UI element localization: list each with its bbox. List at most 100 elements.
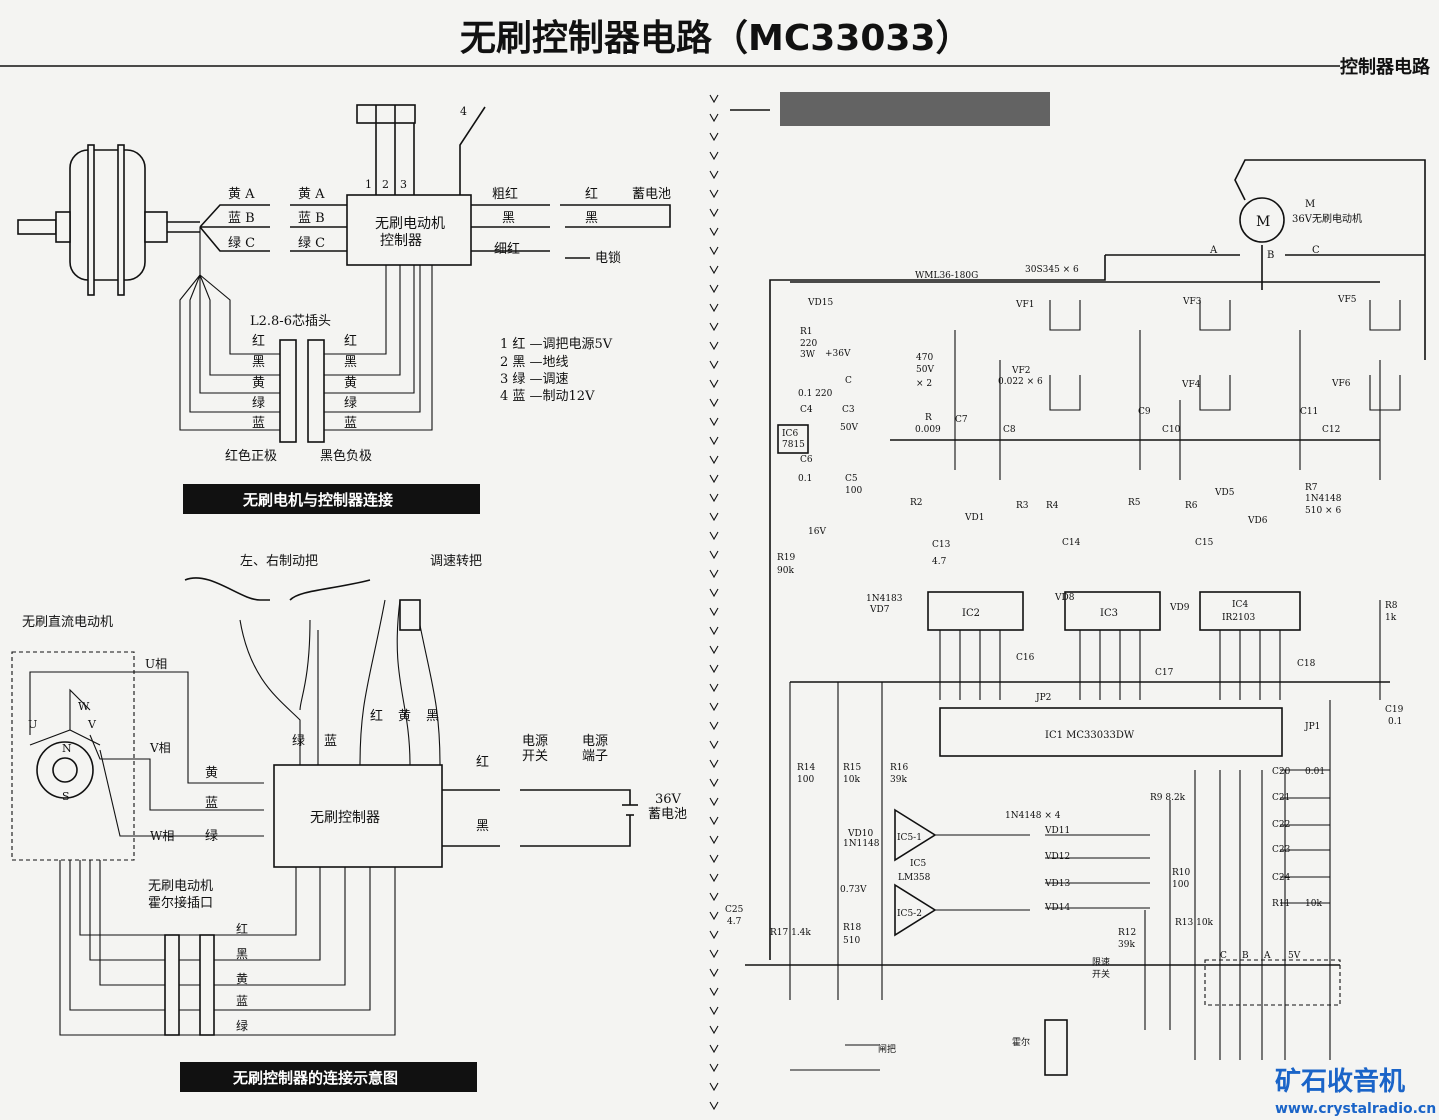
schematic-labels-r19-0-label: R19 [777,553,796,563]
diagram1-legend-2-label: 3 绿 —调速 [500,372,569,387]
divider-arrow-icon [709,303,719,313]
diagram1-legend-0-label: 1 红 —调把电源5V [500,336,613,352]
divider-arrow-icon [709,170,719,180]
diagram2-battery-0-label: 36V [655,792,682,807]
diagram1-plug_right-2-label: 黄 [344,376,357,391]
diagram2-phase_wires-2-label: 绿 [205,829,218,844]
schematic-labels-r-1-label: 0.009 [915,425,941,435]
schematic-labels-r15-1-label: 10k [843,775,860,785]
schematic-labels-caps_gate-5-label: C12 [1322,425,1340,435]
schematic-labels-c5-0-label: C5 [845,474,858,484]
divider-arrow-icon [709,550,719,560]
divider-arrow-icon [709,626,719,636]
schematic-labels-r7-0-label: R7 [1305,483,1318,493]
schematic-labels-vd_hall-4-label: VD14 [1044,903,1070,913]
diagram2-hall-0-label: 无刷电动机 [148,879,213,894]
divider-arrow-icon [709,1025,719,1035]
diagram1-plug_right-1-label: 黑 [344,355,357,370]
divider-arrow-icon [709,1082,719,1092]
schematic-labels-c18-label: C18 [1297,659,1316,669]
schematic-labels-c_hall-1-label: C21 [1272,793,1290,803]
schematic-wires [745,159,1426,1076]
schematic-motor-label-label: 36V无刷电动机 [1292,212,1362,225]
schematic-labels-c17-label: C17 [1155,668,1174,678]
schematic-labels-res_gate-0-label: R2 [910,498,923,508]
schematic-labels-caps_gate-2-label: C9 [1138,407,1151,417]
schematic-labels-c_hall_val-label: 0.01 [1305,767,1325,777]
schematic-labels-r7-1-label: 1N4148 [1305,494,1342,504]
divider-arrow-icon [709,1063,719,1073]
schematic-labels-c5-1-label: 100 [845,486,862,496]
divider-arrow-icon [709,132,719,142]
divider-arrow-icon [709,113,719,123]
schematic-labels-ic6-1-label: 7815 [782,440,805,450]
divider-arrow-icon [709,873,719,883]
diagram1-plug_left-1-label: 黑 [252,355,265,370]
divider-arrow-icon [709,208,719,218]
diagram1-positive-label: 红色正极 [225,448,277,464]
caption-1: 无刷电机与控制器连接 [242,491,393,509]
divider-arrow-icon [709,284,719,294]
schematic-labels-hall-label: 霍尔 [1012,1036,1030,1048]
schematic-labels-r10-1-label: 100 [1172,880,1189,890]
diagram2-terminal-1-label: 端子 [582,749,608,764]
schematic-labels-vf2_val-label: 0.022 × 6 [998,377,1043,387]
diagram1-plug_left-0-label: 红 [252,333,265,349]
divider-arrow-icon [709,512,719,522]
divider-arrow-icon [709,835,719,845]
throttle-connector [356,104,416,124]
schematic-labels-boot_caps-1-label: 4.7 [932,557,947,567]
divider-arrow-icon [709,493,719,503]
schematic-labels-vd_hall-0-label: 1N4148 × 4 [1005,811,1061,821]
schematic-labels-jp-0-label: JP2 [1035,693,1051,703]
divider-arrow-icon [709,1044,719,1054]
diagram1-plug_label-label: L2.8-6芯插头 [250,314,331,329]
schematic-labels-ic5-2-label: LM358 [898,873,931,883]
diagram2-battery-1-label: 蓄电池 [648,807,687,822]
schematic-labels-r16-1-label: 39k [890,775,907,785]
hub-motor-drawing [17,144,200,296]
schematic-labels-v16-label: 16V [808,527,826,537]
divider-arrow-icon [709,759,719,769]
diagram2-throttle_wires-0-label: 红 [370,708,383,724]
schematic-labels-vd7-0-label: 1N4183 [866,594,903,604]
schematic-labels-vd_hall-3-label: VD13 [1044,879,1070,889]
schematic-motor-phases-1-label: B [1267,250,1274,261]
divider-arrow-icon [709,987,719,997]
diagram2-hall-1-label: 霍尔接插口 [148,895,213,911]
schematic-labels-c4-3-label: 50V [840,423,858,433]
schematic-labels-caps_gate-1-label: C8 [1003,425,1016,435]
watermark-url: www.crystalradio.cn [1275,1101,1436,1117]
schematic-labels-c4-2-label: C3 [842,405,855,415]
divider-arrow-icon [709,189,719,199]
schematic-labels-vd_hall-2-label: VD12 [1044,852,1070,862]
diagram1-wires [179,104,671,443]
divider-arrow-icon [709,702,719,712]
page-divider [709,94,719,1111]
divider-arrow-icon [709,645,719,655]
schematic-labels-r18-0-label: R18 [843,923,862,933]
divider-arrow-icon [709,436,719,446]
diagram1-pins-0-label: 1 [365,178,372,191]
divider-arrow-icon [709,151,719,161]
caption-bar-1 [183,484,480,514]
schematic-labels-r15-0-label: R15 [843,763,862,773]
diagram2-battery_wires-0-label: 红 [476,754,489,770]
schematic-labels-limit-0-label: 限速 [1092,957,1110,968]
schematic-labels-r8-1-label: 1k [1385,613,1397,623]
section-tab: 控制器电路 [1340,56,1431,78]
schematic-labels-r10-0-label: R10 [1172,868,1191,878]
schematic-labels-vf-0-label: VF1 [1015,300,1034,310]
schematic-labels-r14-0-label: R14 [797,763,816,773]
diagram1-plug_right-3-label: 绿 [344,396,357,411]
schematic-labels-caps_gate-0-label: C7 [955,415,968,425]
schematic-labels-vd_hall-1-label: VD11 [1044,826,1070,836]
schematic-labels-vd8-label: VD8 [1054,593,1075,603]
diagram2-brake-label: 左、右制动把 [240,554,318,569]
divider-arrow-icon [709,930,719,940]
diagram1-battery_wires-1-label: 黑 [585,211,598,226]
schematic-labels-vd10-0-label: VD10 [847,829,873,839]
diagram1-legend-3-label: 4 蓝 —制动12V [500,389,595,404]
schematic-labels-r7-2-label: 510 × 6 [1305,506,1341,516]
